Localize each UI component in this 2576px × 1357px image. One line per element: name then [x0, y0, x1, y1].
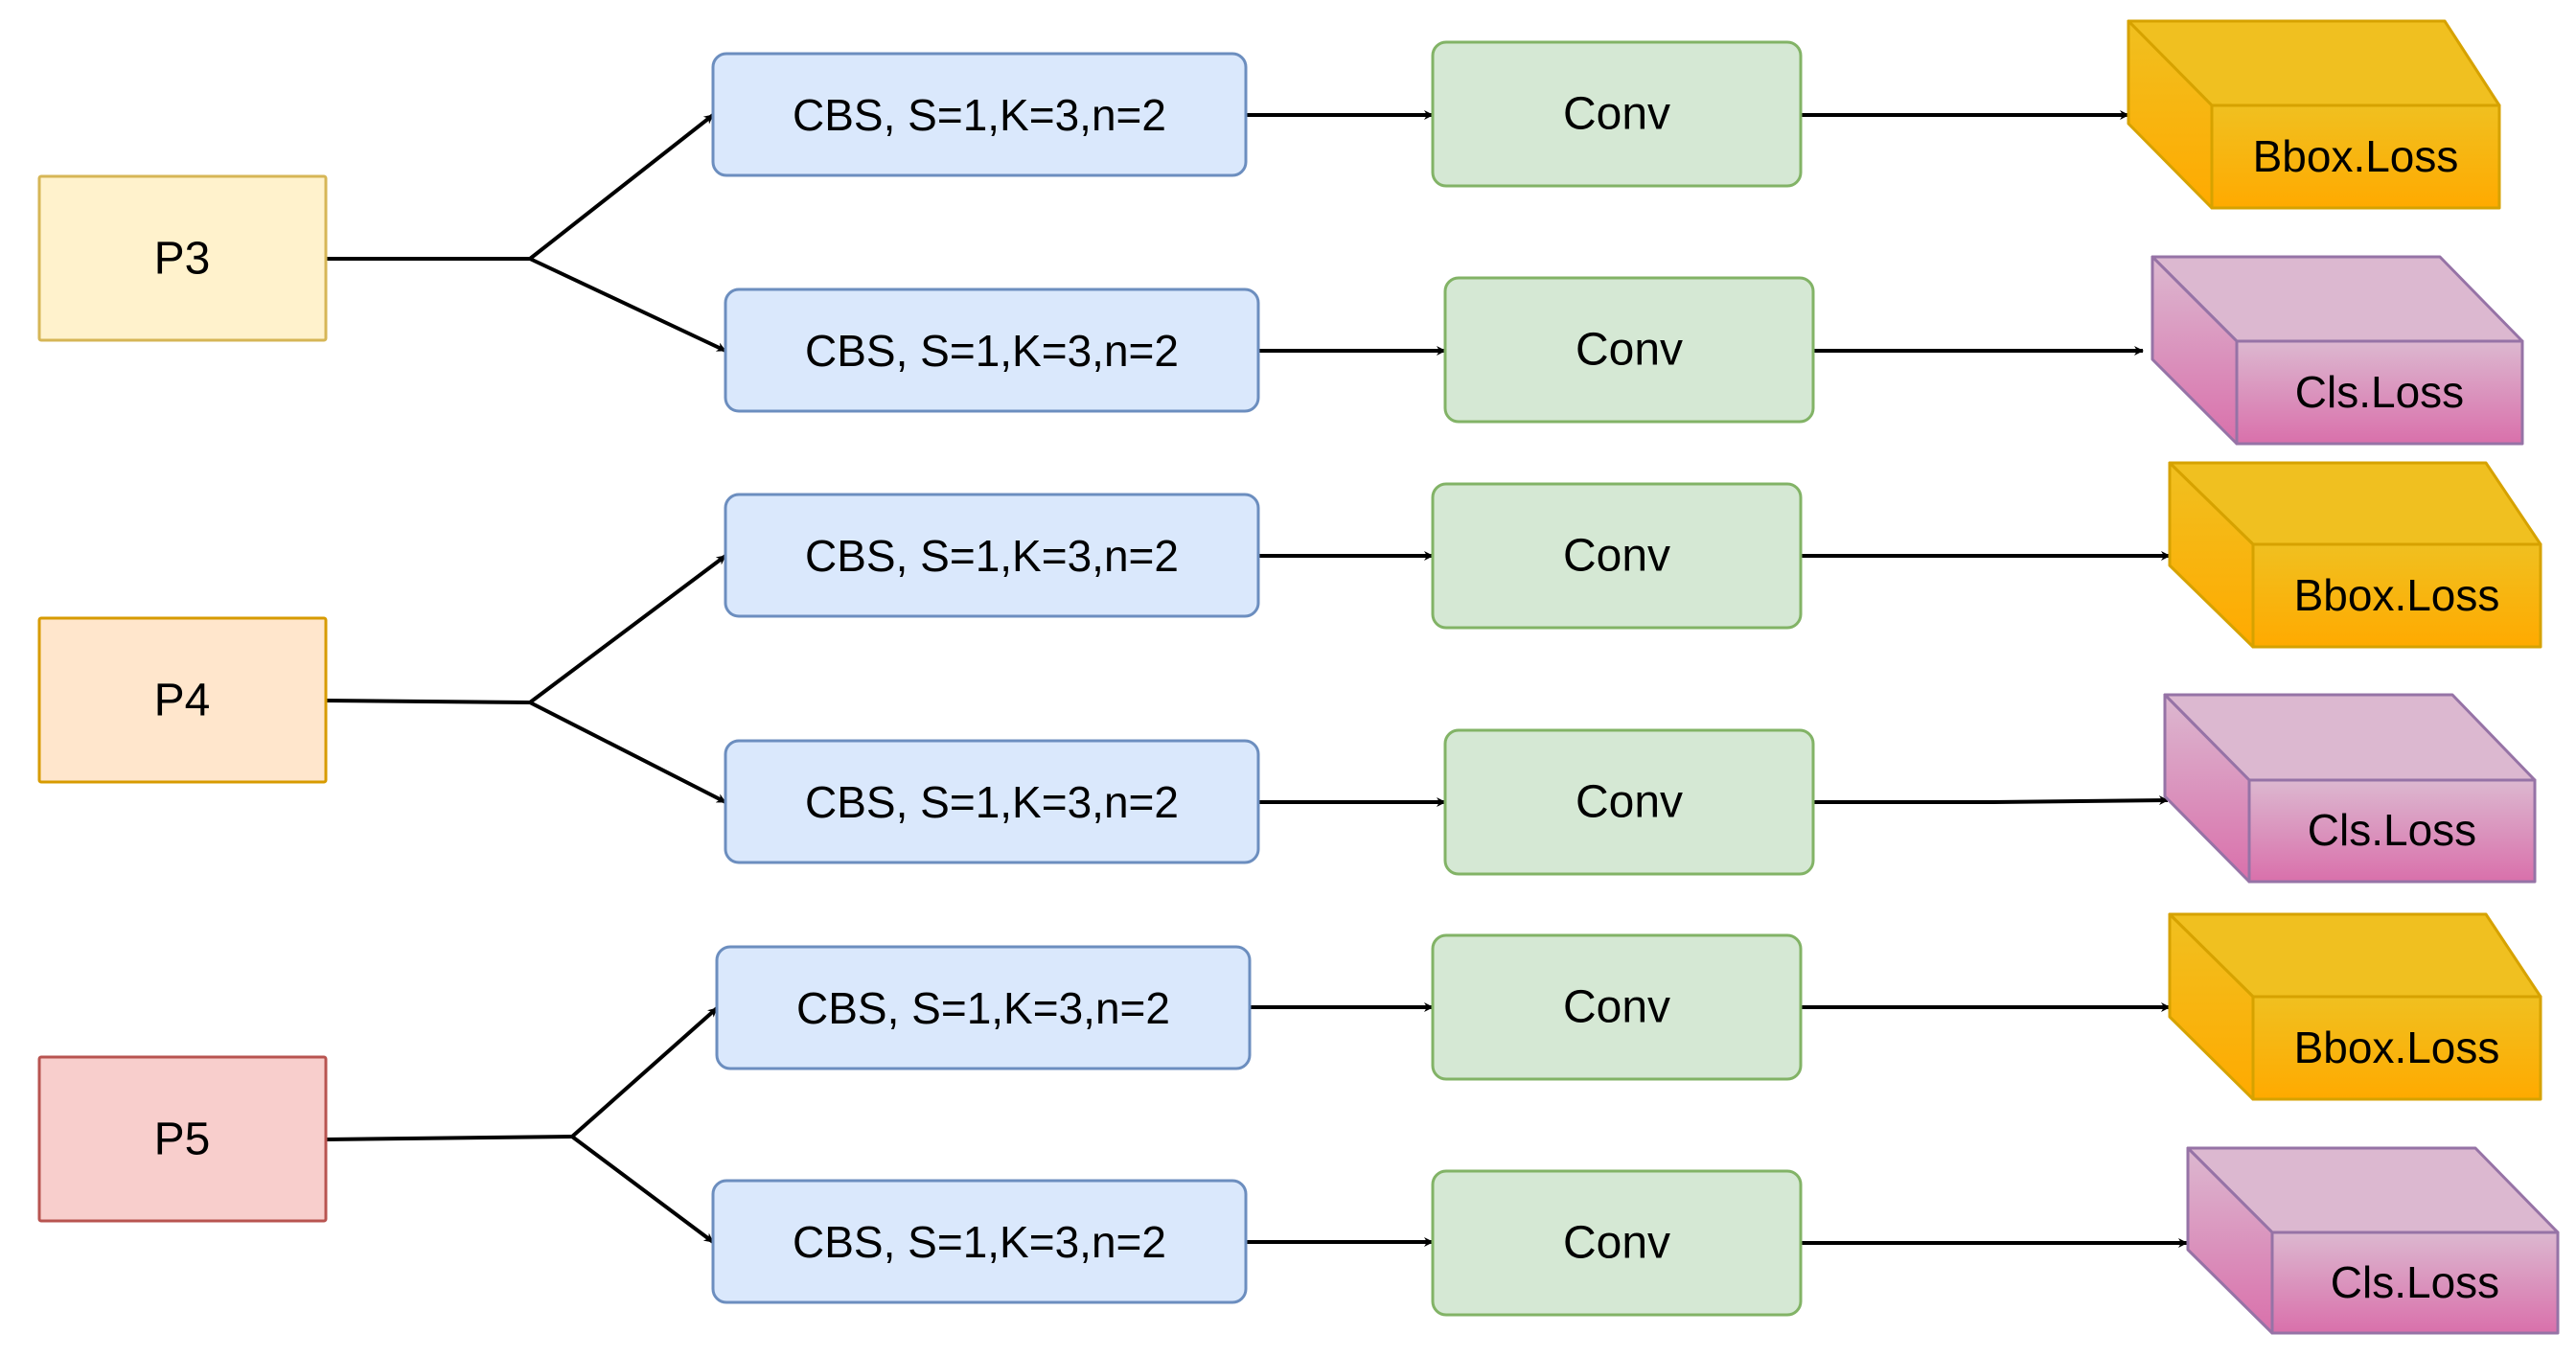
- cbs-label-4: CBS, S=1,K=3,n=2: [805, 777, 1179, 827]
- edge-p3-to-cbs-2: [529, 257, 726, 353]
- loss-block-bbox-1[interactable]: Bbox.Loss: [2127, 19, 2501, 210]
- conv-label-3: Conv: [1563, 531, 1670, 582]
- edge-conv-4-to-loss-4: [1813, 795, 2169, 806]
- conv-label-2: Conv: [1576, 325, 1683, 376]
- edge-p4-to-cbs-3: [528, 554, 727, 704]
- edge-p4-stem: [325, 699, 531, 704]
- cbs-label-6: CBS, S=1,K=3,n=2: [793, 1217, 1166, 1267]
- input-node-p5[interactable]: P5: [37, 1055, 328, 1223]
- conv-block-6[interactable]: Conv: [1431, 1169, 1803, 1317]
- loss-block-bbox-3[interactable]: Bbox.Loss: [2168, 912, 2542, 1101]
- cbs-block-6[interactable]: CBS, S=1,K=3,n=2: [711, 1179, 1248, 1304]
- loss-block-cls-2[interactable]: Cls.Loss: [2163, 693, 2537, 884]
- conv-label-6: Conv: [1563, 1218, 1670, 1269]
- input-label-p5: P5: [154, 1115, 211, 1165]
- conv-block-2[interactable]: Conv: [1443, 276, 1815, 424]
- loss-label-bbox-3: Bbox.Loss: [2294, 1023, 2500, 1072]
- conv-label-1: Conv: [1563, 89, 1670, 140]
- cbs-block-3[interactable]: CBS, S=1,K=3,n=2: [724, 493, 1260, 618]
- cbs-label-3: CBS, S=1,K=3,n=2: [805, 531, 1179, 581]
- loss-label-bbox-2: Bbox.Loss: [2294, 570, 2500, 620]
- conv-block-3[interactable]: Conv: [1431, 482, 1803, 630]
- loss-block-bbox-2[interactable]: Bbox.Loss: [2168, 461, 2542, 649]
- input-node-p3[interactable]: P3: [37, 174, 328, 342]
- cbs-label-2: CBS, S=1,K=3,n=2: [805, 326, 1179, 376]
- cbs-block-1[interactable]: CBS, S=1,K=3,n=2: [711, 52, 1248, 177]
- edge-p5-to-cbs-6: [570, 1135, 715, 1244]
- loss-label-cls-3: Cls.Loss: [2331, 1257, 2499, 1307]
- conv-label-5: Conv: [1563, 982, 1670, 1033]
- edge-p5-stem: [325, 1135, 573, 1141]
- cbs-label-5: CBS, S=1,K=3,n=2: [796, 983, 1170, 1033]
- edge-p3-to-cbs-1: [528, 113, 715, 261]
- loss-label-cls-2: Cls.Loss: [2308, 805, 2476, 855]
- connector-layer: [325, 110, 2188, 1248]
- input-node-p4[interactable]: P4: [37, 616, 328, 784]
- cbs-block-5[interactable]: CBS, S=1,K=3,n=2: [715, 945, 1252, 1070]
- conv-block-1[interactable]: Conv: [1431, 40, 1803, 188]
- edge-p4-to-cbs-4: [529, 701, 726, 804]
- loss-label-cls-1: Cls.Loss: [2295, 367, 2464, 417]
- conv-block-5[interactable]: Conv: [1431, 933, 1803, 1081]
- cbs-block-2[interactable]: CBS, S=1,K=3,n=2: [724, 288, 1260, 413]
- loss-label-bbox-1: Bbox.Loss: [2253, 131, 2459, 181]
- cbs-block-4[interactable]: CBS, S=1,K=3,n=2: [724, 739, 1260, 864]
- input-label-p3: P3: [154, 234, 211, 285]
- loss-block-cls-3[interactable]: Cls.Loss: [2186, 1146, 2560, 1335]
- input-label-p4: P4: [154, 676, 211, 726]
- loss-block-cls-1[interactable]: Cls.Loss: [2150, 255, 2524, 446]
- edge-p5-to-cbs-5: [570, 1006, 719, 1138]
- conv-label-4: Conv: [1576, 777, 1683, 828]
- cbs-label-1: CBS, S=1,K=3,n=2: [793, 90, 1166, 140]
- conv-block-4[interactable]: Conv: [1443, 728, 1815, 876]
